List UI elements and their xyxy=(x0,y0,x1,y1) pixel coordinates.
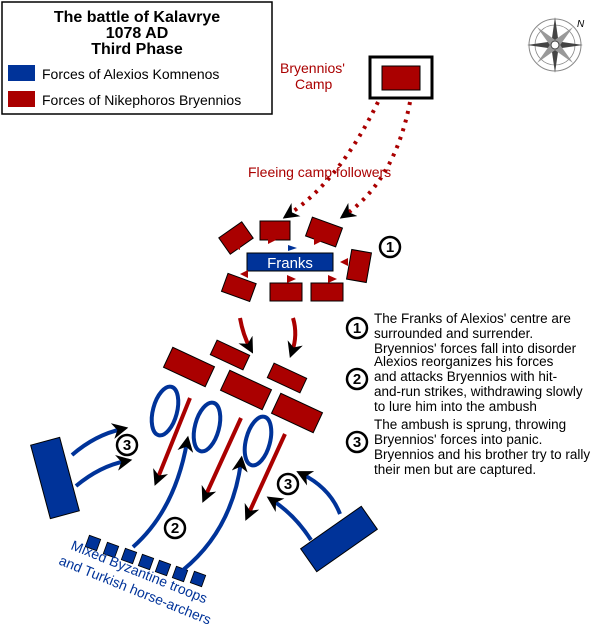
svg-text:The ambush is sprung, throwing: The ambush is sprung, throwing xyxy=(374,417,566,432)
pursuit-arrow xyxy=(244,433,287,521)
legend-title: The battle of Kalavrye xyxy=(54,9,220,26)
marker-3-left: 3 xyxy=(115,433,139,457)
svg-text:their men but are captured.: their men but are captured. xyxy=(374,462,536,477)
fleeing-path-right xyxy=(339,101,412,219)
marker-1: 1 xyxy=(378,235,402,259)
bryennios-main-body xyxy=(162,339,324,434)
franks-label: Franks xyxy=(267,255,313,272)
svg-text:3: 3 xyxy=(123,437,131,454)
note-3: 3 The ambush is sprung, throwing Bryenni… xyxy=(345,417,590,477)
svg-text:Alexios reorganizes his forces: Alexios reorganizes his forces xyxy=(374,354,554,369)
skirmish-loops xyxy=(149,384,274,468)
bryennios-camp xyxy=(368,55,434,100)
svg-text:to lure him into the ambush: to lure him into the ambush xyxy=(374,399,537,414)
marker-2-map: 2 xyxy=(163,516,187,540)
legend-phase: Third Phase xyxy=(91,41,183,58)
legend-year: 1078 AD xyxy=(106,25,169,42)
camp-label-2: Camp xyxy=(295,76,333,92)
legend-swatch-alexios xyxy=(8,65,35,81)
compass-rose-icon: N xyxy=(527,17,585,73)
legend: The battle of Kalavrye 1078 AD Third Pha… xyxy=(1,1,273,115)
svg-text:The Franks of Alexios' centre: The Franks of Alexios' centre are xyxy=(374,311,571,326)
svg-text:N: N xyxy=(577,19,585,30)
marker-3-right: 3 xyxy=(276,472,300,496)
svg-text:Bryennios and his brother try: Bryennios and his brother try to rally xyxy=(374,447,590,462)
note-2: 2 Alexios reorganizes his forces and att… xyxy=(345,354,583,414)
svg-text:1: 1 xyxy=(386,239,394,256)
ambush-arrow xyxy=(266,496,313,542)
horse-archer-units xyxy=(84,534,207,588)
pursuit-arrow xyxy=(201,417,243,503)
svg-text:Bryennios' forces fall into di: Bryennios' forces fall into disorder xyxy=(374,341,577,356)
fleeing-label: Fleeing camp followers xyxy=(248,164,391,180)
franks-unit xyxy=(246,252,334,272)
legend-swatch-bryennios xyxy=(8,91,35,107)
advance-arrow xyxy=(238,317,254,354)
fleeing-path-left xyxy=(282,101,380,219)
franks-encirclement xyxy=(218,216,373,303)
svg-text:surrounded and surrender.: surrounded and surrender. xyxy=(374,326,533,341)
hit-run-arrow xyxy=(131,435,194,549)
ambush-arrow xyxy=(296,471,342,515)
svg-text:1: 1 xyxy=(353,320,361,337)
camp-label: Bryennios' xyxy=(280,60,345,76)
ambush-unit-left xyxy=(30,436,80,520)
ambush-arrow xyxy=(74,454,133,488)
svg-text:2: 2 xyxy=(353,371,361,388)
pursuit-arrow xyxy=(153,397,192,486)
svg-text:3: 3 xyxy=(284,476,292,493)
ambush-arrow xyxy=(70,423,129,457)
svg-text:and attacks Bryennios with hit: and attacks Bryennios with hit- xyxy=(374,369,557,384)
svg-text:2: 2 xyxy=(171,520,179,537)
note-1: 1 The Franks of Alexios' centre are surr… xyxy=(345,311,577,356)
hit-run-arrow xyxy=(181,455,248,572)
legend-label-bryennios: Forces of Nikephoros Bryennios xyxy=(42,92,241,108)
svg-text:Bryennios' forces into panic.: Bryennios' forces into panic. xyxy=(374,432,542,447)
ambush-unit-right xyxy=(299,505,379,573)
svg-text:and-run strikes, withdrawing s: and-run strikes, withdrawing slowly xyxy=(374,384,583,399)
svg-text:3: 3 xyxy=(353,434,361,451)
advance-arrow xyxy=(287,317,303,359)
legend-label-alexios: Forces of Alexios Komnenos xyxy=(42,66,219,82)
